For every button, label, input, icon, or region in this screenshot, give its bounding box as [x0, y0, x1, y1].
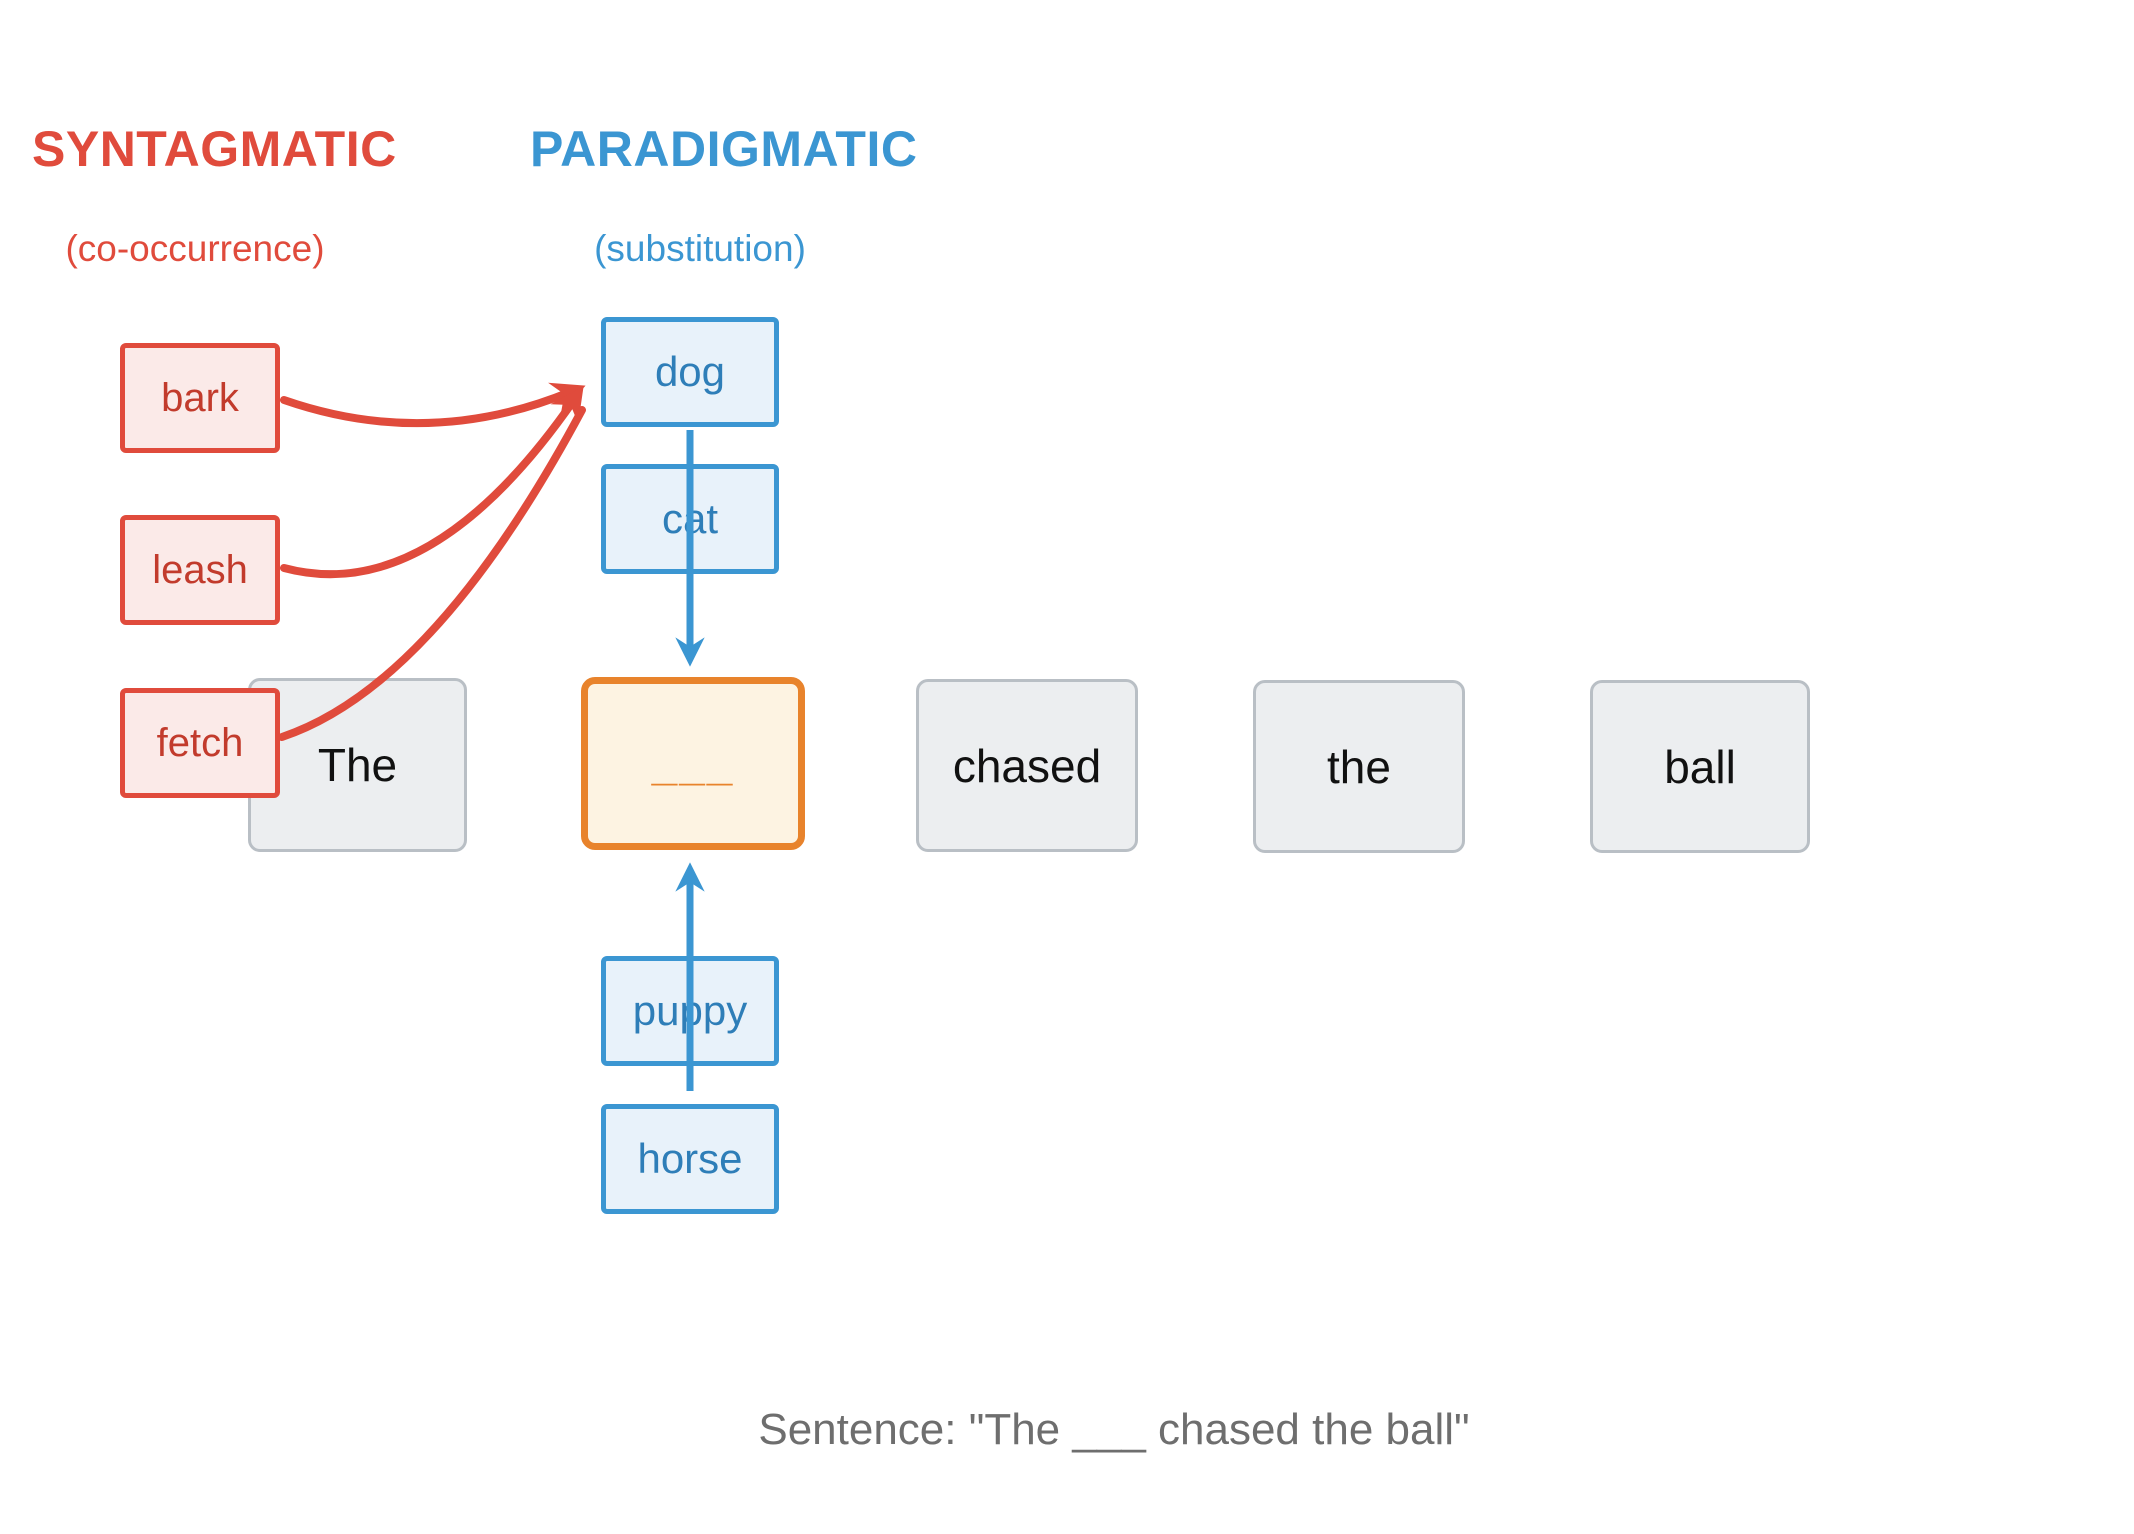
paradigmatic-title: PARADIGMATIC: [530, 121, 918, 177]
syntagmatic-word-fetch: fetch: [120, 688, 280, 798]
syntagmatic-subtitle: (co-occurrence): [65, 228, 325, 269]
paradigmatic-word-cat: cat: [601, 464, 779, 574]
paradigmatic-subtitle: (substitution): [594, 228, 806, 269]
syntagmatic-title: SYNTAGMATIC: [32, 121, 397, 177]
sentence-caption: Sentence: "The ___ chased the ball": [758, 1405, 1470, 1454]
sentence-token-The: The: [248, 678, 467, 852]
paradigmatic-word-puppy: puppy: [601, 956, 779, 1066]
sentence-token-chased: chased: [916, 679, 1138, 852]
syntagmatic-word-leash: leash: [120, 515, 280, 625]
cooccurrence-arrow-bark-dog: [280, 382, 586, 428]
sentence-token-the: the: [1253, 680, 1465, 853]
paradigmatic-word-dog: dog: [601, 317, 779, 427]
sentence-token-ball: ball: [1590, 680, 1810, 853]
sentence-blank-slot: ___: [581, 677, 805, 850]
syntagmatic-word-bark: bark: [120, 343, 280, 453]
paradigmatic-word-horse: horse: [601, 1104, 779, 1214]
cooccurrence-arrow-leash-dog: [280, 386, 584, 579]
